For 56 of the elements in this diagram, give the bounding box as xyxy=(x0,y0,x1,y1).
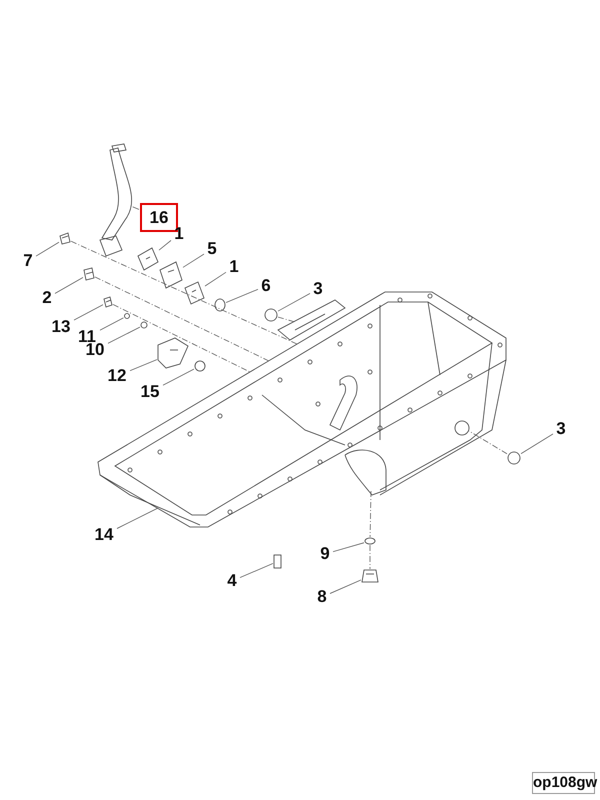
leader-line xyxy=(130,359,158,372)
leader-line xyxy=(162,368,194,386)
washer xyxy=(214,298,226,312)
nut xyxy=(140,322,148,328)
leader-line xyxy=(108,326,140,344)
gasket-drawing xyxy=(184,281,204,305)
callout-number: 1 xyxy=(227,257,241,277)
leader-line xyxy=(100,317,124,331)
bolt-drawing xyxy=(104,296,112,308)
leader-line xyxy=(332,542,364,552)
callout-number: 13 xyxy=(49,317,73,337)
callout-number: 3 xyxy=(311,279,325,299)
leader-line xyxy=(278,293,310,312)
oil-tube-drawing xyxy=(99,144,132,257)
callout-number: 2 xyxy=(40,288,54,308)
callout-number: 8 xyxy=(315,587,329,607)
leader-line xyxy=(54,277,84,294)
leader-line xyxy=(240,563,274,578)
leader-line xyxy=(520,434,554,454)
center-line xyxy=(70,240,298,344)
callout-number: 6 xyxy=(259,276,273,296)
plug xyxy=(264,308,278,322)
drawing-code-tag: op108gw xyxy=(532,772,595,794)
washer xyxy=(124,313,130,319)
center-line xyxy=(94,276,270,362)
leader-line xyxy=(158,240,172,250)
sleeve-drawing xyxy=(84,268,94,280)
bolt-drawing xyxy=(60,232,70,244)
leader-line xyxy=(330,580,362,594)
center-line xyxy=(278,316,296,322)
plug xyxy=(508,452,520,464)
leader-line xyxy=(132,206,140,210)
fitting-drawing xyxy=(158,338,188,368)
leader-line xyxy=(182,254,204,268)
spacer-block-drawing xyxy=(160,261,182,289)
washer xyxy=(194,360,206,372)
callout-number: 15 xyxy=(138,382,162,402)
callout-number: 14 xyxy=(92,525,116,545)
callout-number: 7 xyxy=(21,251,35,271)
leader-line xyxy=(116,508,158,529)
leader-line xyxy=(226,288,258,303)
drain-plug-drawing xyxy=(362,570,378,582)
leader-line xyxy=(74,304,104,320)
bolt xyxy=(274,554,282,568)
center-line xyxy=(370,490,372,538)
leader-line xyxy=(36,242,60,256)
leader-line xyxy=(204,272,226,286)
gasket-drawing xyxy=(138,247,158,271)
callout-number: 3 xyxy=(554,419,568,439)
callout-number: 4 xyxy=(225,571,239,591)
center-line xyxy=(112,304,250,372)
callout-number: 5 xyxy=(205,239,219,259)
callout-number: 9 xyxy=(318,544,332,564)
callout-number: 12 xyxy=(105,366,129,386)
o-ring xyxy=(364,538,376,544)
center-line xyxy=(468,430,508,454)
